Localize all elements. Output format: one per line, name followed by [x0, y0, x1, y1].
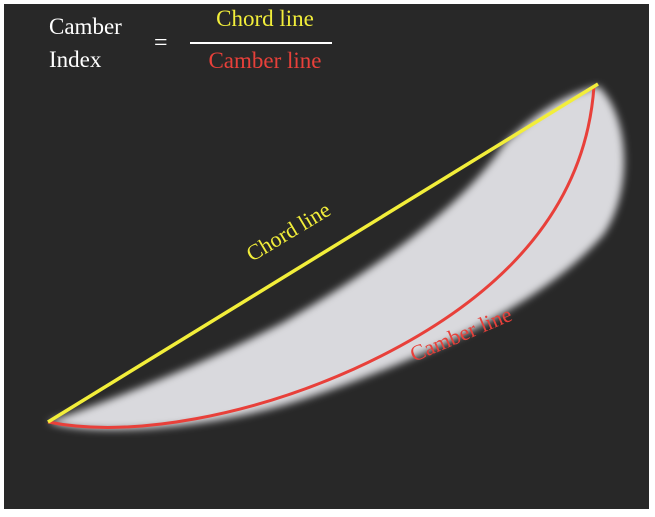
diagram-panel: Chord line Camber line Camber Index = Ch… [4, 4, 649, 509]
formula-equals-sign: = [154, 30, 168, 56]
formula-numerator: Chord line [216, 6, 314, 31]
camber-line [47, 85, 596, 429]
chord-line [47, 82, 599, 424]
formula-denominator: Camber line [208, 48, 322, 73]
diagram-canvas: Chord line Camber line [47, 82, 625, 430]
formula-lhs-line1: Camber [49, 14, 122, 39]
formula-lhs-line2: Index [49, 47, 102, 72]
camber-index-formula: Camber Index = Chord line Camber line [4, 4, 649, 84]
fraction-bar [190, 42, 332, 44]
crescent-shape [48, 86, 625, 430]
